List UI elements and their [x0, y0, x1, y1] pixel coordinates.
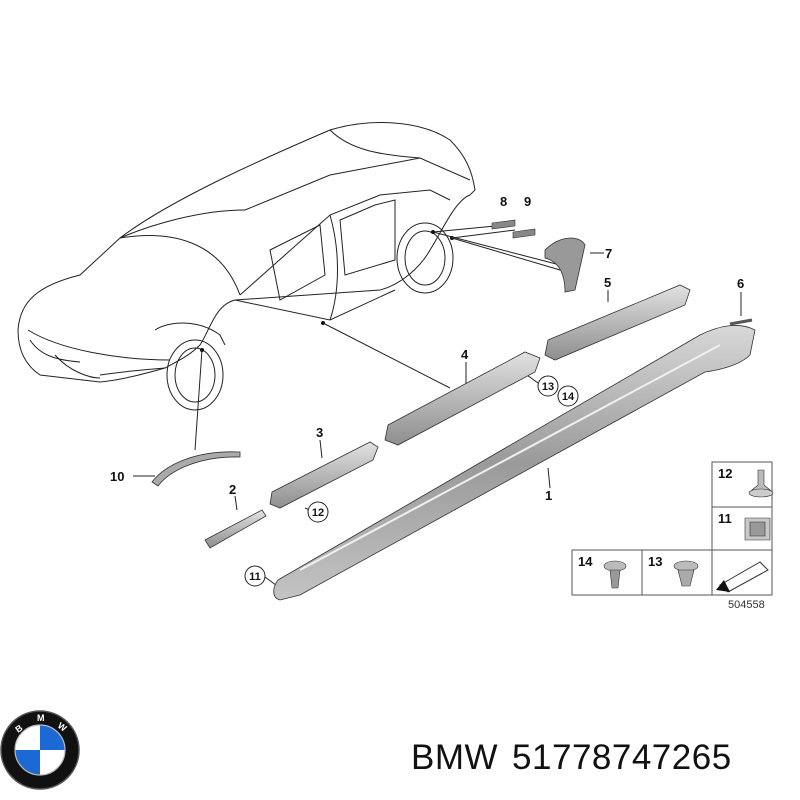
- circled-callout-13: 13: [537, 375, 559, 397]
- diagram-reference-number: 504558: [728, 599, 765, 611]
- part-8-pad: [491, 219, 516, 230]
- legend-box-12: 12: [711, 461, 774, 508]
- svg-text:12: 12: [718, 466, 732, 481]
- legend-box-13: 13: [641, 549, 713, 596]
- legend-box-14: 14: [571, 549, 643, 596]
- svg-text:13: 13: [542, 381, 554, 393]
- part-4-bracket: [384, 351, 541, 446]
- callout-1: 1: [545, 488, 552, 503]
- svg-text:M: M: [37, 713, 45, 723]
- caption-part-number: 51778747265: [512, 738, 732, 777]
- caption: BMW 51778747265: [411, 738, 746, 778]
- callout-8: 8: [500, 194, 507, 209]
- svg-text:11: 11: [249, 571, 261, 583]
- callout-3: 3: [316, 425, 323, 440]
- legend-box-arrow: [711, 549, 773, 596]
- callout-9: 9: [524, 194, 531, 209]
- part-1-highlight: [299, 344, 721, 571]
- part-6-trim-strip: [729, 318, 753, 326]
- circled-callout-12: 12: [307, 501, 329, 523]
- callout-6: 6: [737, 276, 744, 291]
- part-3-bracket: [269, 441, 379, 509]
- svg-text:B: B: [13, 722, 24, 734]
- bmw-logo: B M W: [0, 710, 80, 790]
- svg-text:13: 13: [648, 554, 662, 569]
- circled-callout-11: 11: [244, 565, 266, 587]
- legend-box-11: 11: [711, 506, 773, 551]
- callout-7: 7: [605, 246, 612, 261]
- callout-2: 2: [229, 482, 236, 497]
- svg-text:12: 12: [312, 507, 324, 519]
- part-9-pad: [512, 228, 536, 239]
- svg-text:14: 14: [562, 391, 575, 403]
- part-7-flap: [544, 237, 586, 293]
- svg-text:11: 11: [718, 511, 732, 526]
- part-10-arch-trim: [151, 451, 241, 487]
- callout-10: 10: [110, 469, 124, 484]
- part-2-clip-strip: [204, 509, 267, 549]
- svg-text:14: 14: [578, 554, 593, 569]
- callout-5: 5: [604, 275, 611, 290]
- caption-brand: BMW: [411, 738, 499, 777]
- circled-callout-14: 14: [557, 385, 579, 407]
- part-5-bracket: [544, 284, 691, 361]
- part-1-side-sill: [273, 325, 756, 601]
- car-outline: [17, 122, 476, 411]
- leader-lines: [133, 225, 742, 589]
- callout-4: 4: [461, 347, 469, 362]
